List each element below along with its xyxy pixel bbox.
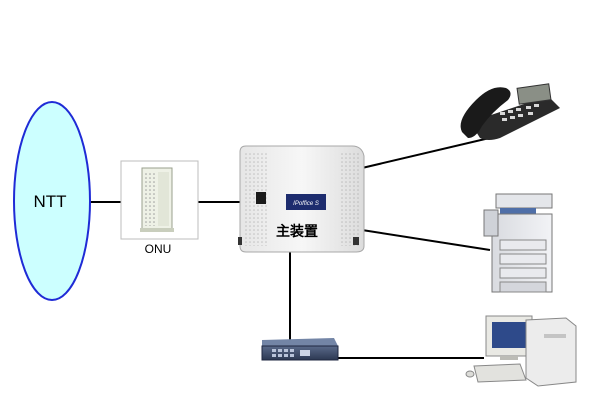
link-main-copier <box>361 229 491 251</box>
onu-label: ONU <box>145 242 172 256</box>
network-switch-icon <box>261 338 339 361</box>
copier-top <box>495 193 553 209</box>
phone-display <box>516 83 552 105</box>
switch-ports <box>272 349 310 357</box>
brand-plate <box>286 194 326 210</box>
ntt-label: NTT <box>33 192 66 211</box>
copier-panel <box>500 208 536 216</box>
onu-device-icon <box>140 167 174 232</box>
main-unit-vent-right <box>340 152 360 246</box>
main-unit-port-right <box>353 237 359 245</box>
main-unit-port-left <box>238 237 242 245</box>
power-switch-icon <box>256 192 266 204</box>
desktop-pc-icon <box>465 315 577 387</box>
copier-icon <box>483 193 553 293</box>
ntt-ellipse <box>13 101 91 301</box>
pc-mouse <box>465 370 475 378</box>
office-phone-icon <box>460 83 560 140</box>
copier-tray-1 <box>483 209 499 237</box>
phone-keypad <box>500 104 539 121</box>
copier-drawer-3 <box>499 267 547 279</box>
pc-screen <box>492 322 526 348</box>
main-unit-label: 主装置 <box>276 223 318 240</box>
brand-label: IPoffice S <box>293 201 319 207</box>
ntt-node: NTT <box>13 101 91 301</box>
pc-tower <box>525 317 577 387</box>
copier-body <box>491 213 553 293</box>
main-unit-node: IPoffice S 主装置 <box>238 145 365 253</box>
link-main-phone <box>361 135 499 169</box>
pc-drive <box>544 334 566 338</box>
pc-stand <box>500 356 518 360</box>
copier-drawer-2 <box>499 253 547 265</box>
onu-node: ONU <box>120 160 199 256</box>
copier-drawer-1 <box>499 239 547 251</box>
phone-handset <box>460 87 511 138</box>
pc-keyboard <box>473 363 527 383</box>
copier-base <box>499 281 547 293</box>
